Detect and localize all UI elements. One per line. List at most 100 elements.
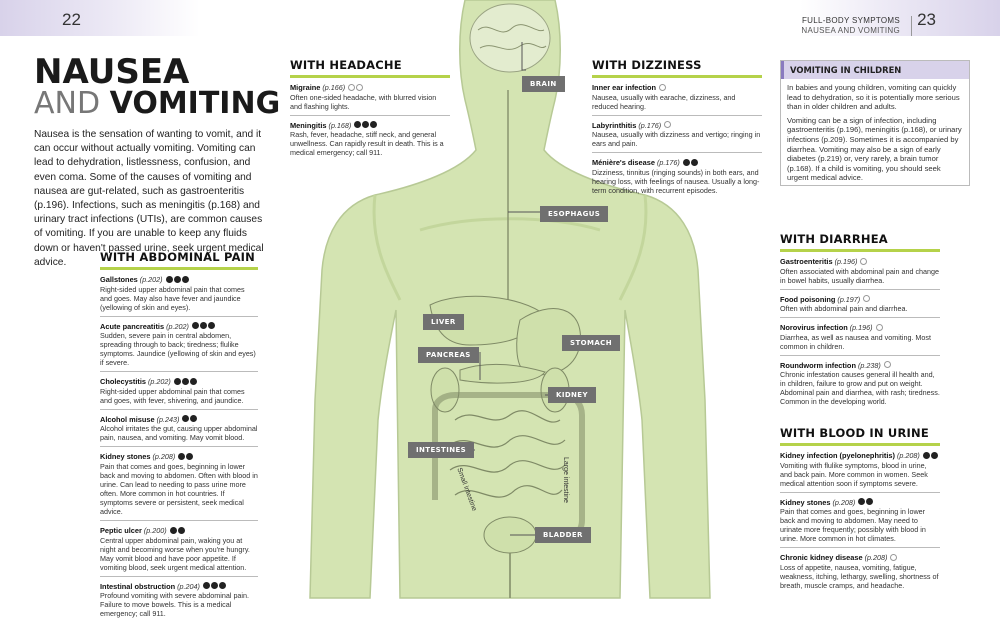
condition-description: Dizziness, tinnitus (ringing sounds) in … (592, 167, 760, 195)
severity-outline-icon (890, 553, 898, 561)
small-intestine-coils (449, 410, 566, 498)
severity-filled-icon (858, 498, 866, 506)
severity-filled-icon (690, 158, 698, 166)
condition-description: Pain that comes and goes, beginning in l… (780, 507, 926, 544)
condition-entry: Chronic kidney disease (p.208)Loss of ap… (780, 548, 940, 594)
severity-rating (664, 121, 672, 130)
severity-filled-icon (199, 322, 207, 330)
callout-stomach: STOMACH (562, 335, 620, 351)
condition-description: Often one-sided headache, with blurred v… (290, 92, 437, 111)
condition-entry: Migraine (p.166)Often one-sided headache… (290, 78, 450, 116)
condition-name: Alcohol misuse (100, 414, 155, 424)
page-reference: (p.204) (177, 581, 200, 591)
large-intestine-label: Large intestine (562, 457, 569, 503)
condition-description: Often with abdominal pain and diarrhea. (780, 304, 908, 314)
condition-heading: Peptic ulcer (p.200) (100, 526, 258, 536)
page-reference: (p.202) (148, 377, 171, 387)
condition-heading: Meningitis (p.168) (290, 121, 450, 131)
severity-filled-icon (182, 415, 190, 423)
right-page-banner (800, 0, 1000, 36)
severity-filled-icon (189, 377, 197, 385)
condition-entry: Labyrinthitis (p.176)Nausea, usually wit… (592, 116, 762, 154)
condition-heading: Acute pancreatitis (p.202) (100, 322, 258, 332)
page-title-line1: NAUSEA (34, 52, 190, 92)
page-reference: (p.243) (156, 414, 180, 424)
condition-name: Gastroenteritis (780, 257, 833, 266)
severity-outline-icon (348, 83, 356, 91)
entry-list: Migraine (p.166)Often one-sided headache… (290, 78, 450, 161)
condition-description: Nausea, usually with earache, dizziness,… (592, 92, 736, 111)
severity-filled-icon (210, 582, 218, 590)
page-reference: (p.196) (849, 323, 873, 333)
severity-rating (348, 83, 364, 93)
section-blood-in-urine: WITH BLOOD IN URINE Kidney infection (py… (780, 426, 940, 594)
right-page-number: 23 (917, 10, 936, 29)
condition-heading: Ménière's disease (p.176) (592, 158, 762, 168)
running-head-topic: NAUSEA AND VOMITING (801, 26, 900, 35)
condition-heading: Kidney stones (p.208) (780, 498, 940, 508)
severity-rating (890, 553, 898, 563)
condition-heading: Intestinal obstruction (p.204) (100, 582, 258, 592)
box-title: VOMITING IN CHILDREN (781, 61, 969, 79)
condition-name: Cholecystitis (100, 377, 147, 387)
page-title-vomiting: VOMITING (109, 86, 281, 121)
condition-heading: Labyrinthitis (p.176) (592, 121, 762, 131)
condition-name: Acute pancreatitis (100, 321, 165, 331)
page-reference: (p.166) (322, 83, 346, 92)
severity-filled-icon (173, 275, 181, 283)
condition-entry: Kidney stones (p.208)Pain that comes and… (780, 493, 940, 549)
condition-description: Pain that comes and goes, beginning in l… (100, 461, 258, 516)
entry-list: Kidney infection (pyelonephritis) (p.208… (780, 446, 940, 594)
condition-name: Roundworm infection (780, 360, 856, 370)
severity-filled-icon (169, 526, 177, 534)
severity-filled-icon (362, 121, 370, 129)
page-reference: (p.176) (656, 158, 680, 168)
section-title: WITH BLOOD IN URINE (780, 426, 940, 446)
condition-heading: Chronic kidney disease (p.208) (780, 553, 940, 563)
condition-heading: Alcohol misuse (p.243) (100, 415, 258, 425)
page-reference: (p.238) (857, 360, 881, 370)
severity-rating (173, 377, 198, 387)
severity-rating (202, 582, 227, 591)
condition-heading: Inner ear infection (592, 83, 762, 93)
callout-pancreas: PANCREAS (418, 347, 479, 363)
page-reference: (p.208) (864, 553, 888, 563)
condition-heading: Migraine (p.166) (290, 83, 450, 93)
severity-filled-icon (190, 415, 198, 423)
severity-rating (182, 415, 198, 424)
severity-rating (659, 83, 667, 93)
brain-folds (477, 24, 547, 50)
severity-outline-icon (356, 83, 364, 91)
severity-filled-icon (354, 121, 362, 129)
condition-heading: Gastroenteritis (p.196) (780, 257, 940, 267)
condition-description: Diarrhea, as well as nausea and vomiting… (780, 332, 932, 351)
condition-heading: Food poisoning (p.197) (780, 295, 940, 305)
callout-kidney: KIDNEY (548, 387, 596, 403)
severity-rating (875, 323, 884, 333)
severity-outline-icon (875, 323, 883, 331)
condition-description: Right-sided upper abdominal pain that co… (100, 284, 245, 312)
severity-filled-icon (186, 452, 194, 460)
severity-rating (169, 526, 186, 536)
page-reference: (p.196) (834, 257, 858, 266)
severity-filled-icon (207, 322, 215, 330)
box-paragraph-2: Vomiting can be a sign of infection, inc… (787, 115, 962, 183)
section-diarrhea: WITH DIARRHEA Gastroenteritis (p.196)Oft… (780, 232, 940, 410)
vomiting-in-children-box: VOMITING IN CHILDREN In babies and young… (780, 60, 970, 186)
condition-description: Loss of appetite, nausea, vomiting, fati… (780, 562, 939, 590)
condition-description: Right-sided upper abdominal pain that co… (100, 386, 245, 405)
condition-name: Kidney stones (100, 452, 151, 462)
pancreas-outline (459, 363, 546, 384)
page-reference: (p.197) (837, 294, 861, 304)
stomach-outline (516, 308, 581, 376)
condition-heading: Roundworm infection (p.238) (780, 361, 940, 371)
condition-heading: Norovirus infection (p.196) (780, 323, 940, 333)
condition-description: Central upper abdominal pain, waking you… (100, 535, 250, 572)
condition-name: Meningitis (290, 120, 327, 130)
callout-esophagus: ESOPHAGUS (540, 206, 609, 222)
severity-filled-icon (218, 582, 226, 590)
page-reference: (p.202) (139, 275, 163, 284)
severity-filled-icon (177, 526, 185, 534)
box-paragraph-1: In babies and young children, vomiting c… (787, 83, 960, 112)
